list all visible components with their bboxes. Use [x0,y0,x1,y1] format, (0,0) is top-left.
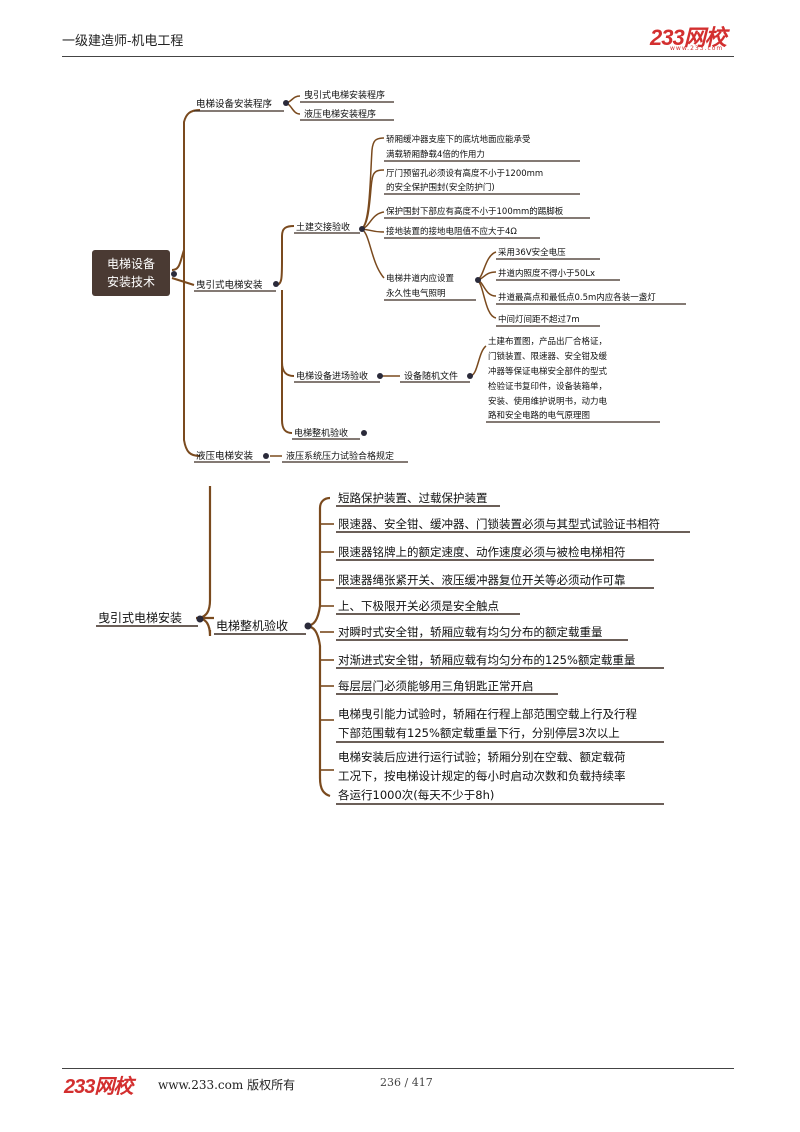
node-civil-acceptance: 土建交接验收 [296,221,350,233]
map2-item-10b: 工况下，按电梯设计规定的每小时启动次数和负载持续率 [338,769,626,783]
map2-item-9a: 电梯曳引能力试验时，轿厢在行程上部范围空载上行及行程 [338,707,637,721]
map2-item-2: 限速器、安全钳、缓冲器、门锁装置必须与其型式试验证书相符 [338,517,660,531]
map2-node: 电梯整机验收 [216,618,288,633]
footer-divider [62,1068,734,1069]
docs-line-4: 检验证书复印件，设备装箱单， [488,381,607,392]
lighting-item-1: 采用36V安全电压 [498,247,566,258]
header-logo-url: www.233.com [670,45,724,52]
root-line-2: 安装技术 [107,274,155,289]
node-install-procedure: 电梯设备安装程序 [196,98,273,110]
civil-item-1a: 轿厢缓冲器支座下的底坑地面应能承受 [386,134,531,145]
civil-item-4: 接地装置的接地电阻值不应大于4Ω [386,226,517,237]
civil-item-2a: 厅门预留孔必须设有高度不小于1200mm [386,168,543,179]
map2-item-9b: 下部范围载有125%额定载重量下行，分别停层3次以上 [338,726,620,740]
mindmap-installation: 电梯设备 安装技术 电梯设备安装程序 曳引式电梯安装程序 液压电梯安装程序 曳引… [92,89,686,463]
docs-line-3: 冲器等保证电梯安全部件的型式 [488,366,608,377]
map2-root: 曳引式电梯安装 [98,610,182,625]
footer-copyright: www.233.com 版权所有 [158,1078,296,1092]
civil-item-1b: 满载轿厢静载4倍的作用力 [386,149,485,160]
footer-logo[interactable]: 233网校 [64,1076,133,1098]
map2-item-8: 每层层门必须能够用三角钥匙正常开启 [338,679,534,693]
lighting-item-2: 井道内照度不得小于50Lx [498,268,595,279]
header-divider [62,56,734,57]
node-hydraulic-pressure-test: 液压系统压力试验合格规定 [286,450,394,462]
docs-line-2: 门锁装置、限速器、安全钳及缓 [488,351,608,362]
map2-item-10c: 各运行1000次(每天不少于8h) [338,788,494,802]
lighting-item-3: 井道最高点和最低点0.5m内应各装一盏灯 [498,292,656,303]
map2-item-10a: 电梯安装后应进行运行试验；轿厢分别在空载、额定载荷 [338,750,626,764]
node-hydraulic-procedure: 液压电梯安装程序 [304,108,376,120]
mindmap-root-node [92,250,170,296]
mindmap-whole-acceptance: 曳引式电梯安装 电梯整机验收 短路保护装置、过载保护装置 限速器、安全钳、缓冲器… [96,486,690,805]
root-line-1: 电梯设备 [107,257,155,271]
header-title: 一级建造师-机电工程 [62,34,184,49]
node-whole-acceptance: 电梯整机验收 [294,427,348,439]
map2-item-1: 短路保护装置、过载保护装置 [338,491,488,505]
node-traction-install: 曳引式电梯安装 [196,279,263,291]
node-random-docs: 设备随机文件 [404,370,458,382]
docs-line-6: 路和安全电路的电气原理图 [488,410,590,421]
map2-item-3: 限速器铭牌上的额定速度、动作速度必须与被检电梯相符 [338,545,626,559]
lighting-label-1: 电梯井道内应设置 [386,273,455,284]
lighting-label-2: 永久性电气照明 [386,288,446,299]
map2-item-7: 对渐进式安全钳，轿厢应载有均匀分布的125%额定载重量 [338,653,635,667]
map2-item-4: 限速器绳张紧开关、液压缓冲器复位开关等必须动作可靠 [338,573,626,587]
lighting-item-4: 中间灯间距不超过7m [498,314,580,325]
docs-line-5: 安装、使用维护说明书，动力电 [488,396,608,407]
node-hydraulic-install: 液压电梯安装 [196,450,254,462]
header-logo[interactable]: 233网校 [650,25,727,50]
node-traction-procedure: 曳引式电梯安装程序 [304,89,385,101]
node-entry-acceptance: 电梯设备进场验收 [296,370,368,382]
civil-item-3: 保护围封下部应有高度不小于100mm的踢脚板 [386,206,564,217]
map2-item-6: 对瞬时式安全钳，轿厢应载有均匀分布的额定载重量 [338,625,603,639]
docs-line-1: 土建布置图，产品出厂合格证， [488,336,607,347]
map2-item-5: 上、下极限开关必须是安全触点 [338,599,499,613]
civil-item-2b: 的安全保护围封(安全防护门) [386,182,495,193]
footer-page-number: 236 / 417 [380,1076,433,1089]
